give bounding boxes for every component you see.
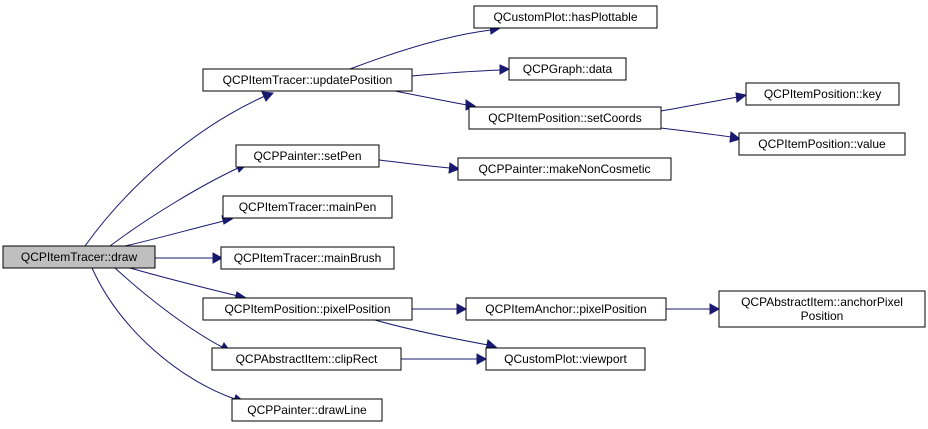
edge-updatePosition-to-hasPlottable bbox=[349, 24, 502, 70]
node-mainPen[interactable]: QCPItemTracer::mainPen bbox=[222, 195, 393, 219]
arrowhead-icon bbox=[456, 303, 468, 315]
node-box bbox=[220, 246, 395, 270]
edge-pixelPosition-to-anchorPixelPosition bbox=[412, 303, 468, 315]
edge-line bbox=[394, 90, 468, 106]
call-edges bbox=[84, 24, 748, 404]
node-label: QCPItemPosition::key bbox=[764, 87, 881, 101]
edge-pixelPosition-to-viewport bbox=[374, 319, 498, 351]
call-nodes: QCPItemTracer::draw QCPItemTracer::update… bbox=[2, 5, 926, 422]
node-box bbox=[2, 245, 156, 269]
arrowhead-icon bbox=[261, 91, 275, 102]
arrowhead-icon bbox=[709, 303, 721, 315]
node-setCoords[interactable]: QCPItemPosition::setCoords bbox=[468, 106, 662, 130]
edge-draw-to-mainBrush bbox=[155, 252, 224, 264]
edge-clipRect-to-viewport bbox=[401, 353, 488, 365]
node-setPen[interactable]: QCPPainter::setPen bbox=[235, 144, 380, 168]
node-box bbox=[485, 347, 646, 371]
node-label: QCPItemPosition::value bbox=[758, 137, 886, 151]
edge-line bbox=[374, 319, 489, 346]
node-clipRect[interactable]: QCPAbstractItem::clipRect bbox=[211, 347, 402, 371]
node-label: QCPPainter::setPen bbox=[253, 149, 361, 163]
edge-line bbox=[411, 69, 502, 77]
arrowhead-icon bbox=[448, 162, 461, 174]
node-label: QCustomPlot::viewport bbox=[504, 352, 627, 366]
edge-line bbox=[109, 167, 239, 247]
edge-updatePosition-to-graphData bbox=[411, 64, 511, 77]
node-label: QCPPainter::makeNonCosmetic bbox=[478, 162, 650, 176]
node-box bbox=[457, 157, 672, 181]
arrowhead-icon bbox=[735, 92, 748, 103]
arrowhead-icon bbox=[212, 252, 224, 264]
node-graphData[interactable]: QCPGraph::data bbox=[508, 57, 627, 81]
node-label: QCPItemAnchor::pixelPosition bbox=[485, 302, 646, 316]
edge-setCoords-to-value bbox=[660, 127, 742, 143]
edge-line bbox=[378, 159, 451, 169]
node-box bbox=[508, 57, 627, 81]
node-value[interactable]: QCPItemPosition::value bbox=[738, 132, 906, 156]
node-draw[interactable]: QCPItemTracer::draw bbox=[2, 245, 156, 269]
node-label: QCPPainter::drawLine bbox=[247, 403, 367, 417]
node-viewport[interactable]: QCustomPlot::viewport bbox=[485, 347, 646, 371]
edge-setPen-to-makeNonCosmetic bbox=[378, 159, 461, 174]
node-label: QCPItemTracer::mainBrush bbox=[234, 251, 382, 265]
node-label: QCPGraph::data bbox=[523, 62, 613, 76]
node-label: QCPItemTracer::draw bbox=[21, 250, 138, 264]
node-label: QCPItemTracer::mainPen bbox=[239, 200, 377, 214]
arrowhead-icon bbox=[499, 64, 511, 75]
edge-updatePosition-to-setCoords bbox=[394, 90, 477, 111]
edge-line bbox=[129, 267, 239, 297]
node-drawLine[interactable]: QCPPainter::drawLine bbox=[231, 398, 383, 422]
arrowhead-icon bbox=[476, 353, 488, 365]
edge-line bbox=[124, 220, 225, 247]
edge-anchorPixelPosition-to-abstractAnchorPixelPosition bbox=[666, 303, 721, 315]
edge-draw-to-updatePosition bbox=[84, 91, 275, 247]
node-box bbox=[473, 5, 658, 29]
node-box bbox=[202, 68, 413, 92]
node-label: QCPAbstractItem::anchorPixel bbox=[741, 295, 903, 309]
arrowhead-icon bbox=[729, 131, 742, 143]
edge-line bbox=[114, 267, 223, 348]
edge-line bbox=[660, 96, 739, 112]
edge-draw-to-mainPen bbox=[124, 215, 234, 247]
node-box bbox=[202, 297, 413, 321]
edge-line bbox=[349, 29, 492, 70]
node-box bbox=[738, 132, 906, 156]
node-label: QCustomPlot::hasPlottable bbox=[493, 10, 637, 24]
edge-line bbox=[84, 95, 266, 247]
edge-line bbox=[660, 127, 732, 138]
edge-draw-to-pixelPosition bbox=[129, 267, 248, 300]
node-label: QCPItemPosition::pixelPosition bbox=[224, 302, 390, 316]
node-anchorPixelPosition[interactable]: QCPItemAnchor::pixelPosition bbox=[465, 297, 667, 321]
node-box bbox=[235, 144, 380, 168]
node-box bbox=[745, 82, 900, 106]
node-makeNonCosmetic[interactable]: QCPPainter::makeNonCosmetic bbox=[457, 157, 672, 181]
node-box bbox=[222, 195, 393, 219]
node-box bbox=[231, 398, 383, 422]
edge-setCoords-to-key bbox=[660, 92, 748, 112]
node-label: Position bbox=[801, 309, 844, 323]
node-box bbox=[718, 290, 926, 328]
edge-line bbox=[91, 267, 236, 400]
node-box bbox=[468, 106, 662, 130]
node-box bbox=[465, 297, 667, 321]
node-mainBrush[interactable]: QCPItemTracer::mainBrush bbox=[220, 246, 395, 270]
node-label: QCPItemPosition::setCoords bbox=[488, 111, 641, 125]
node-box bbox=[211, 347, 402, 371]
node-pixelPosition[interactable]: QCPItemPosition::pixelPosition bbox=[202, 297, 413, 321]
node-updatePosition[interactable]: QCPItemTracer::updatePosition bbox=[202, 68, 413, 92]
node-label: QCPItemTracer::updatePosition bbox=[223, 73, 393, 87]
node-hasPlottable[interactable]: QCustomPlot::hasPlottable bbox=[473, 5, 658, 29]
edge-draw-to-drawLine bbox=[91, 267, 245, 404]
node-key[interactable]: QCPItemPosition::key bbox=[745, 82, 900, 106]
node-label: QCPAbstractItem::clipRect bbox=[236, 352, 378, 366]
